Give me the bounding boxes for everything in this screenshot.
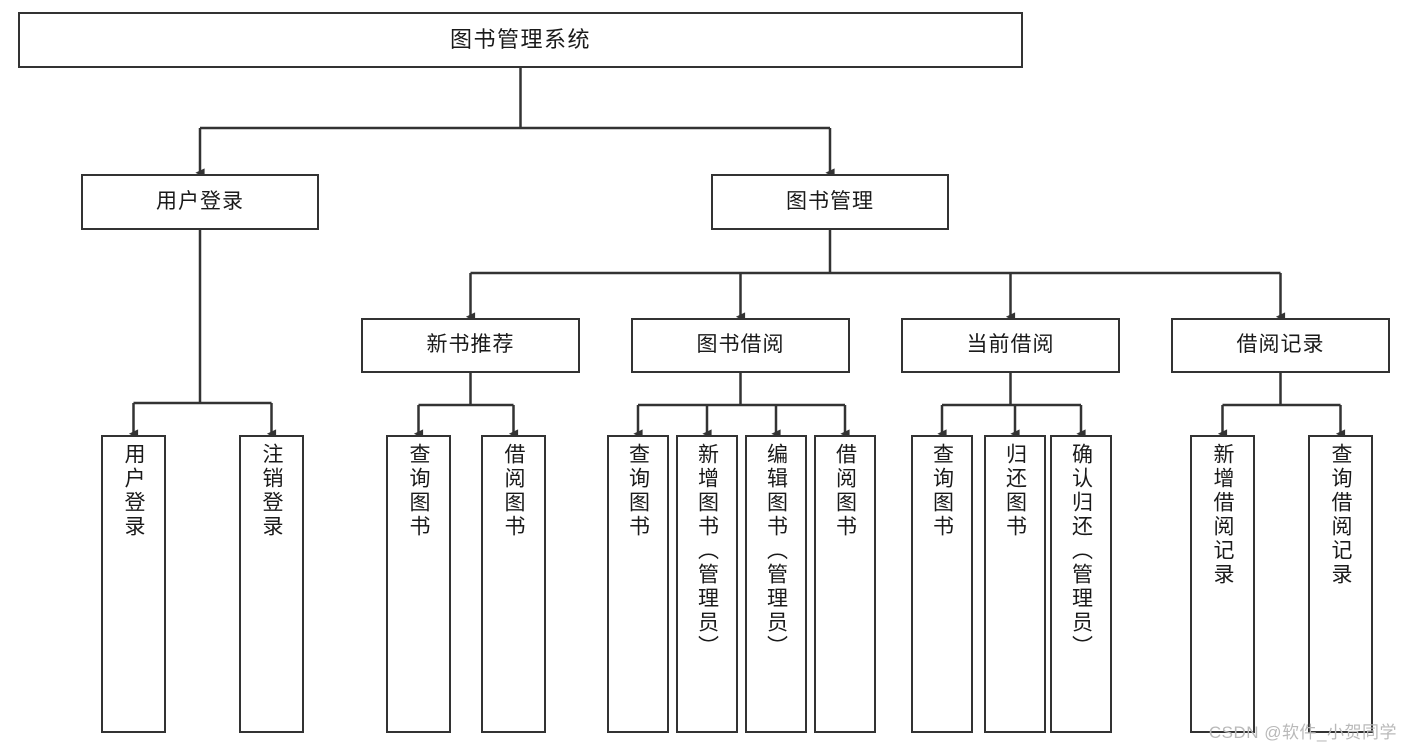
node-label: 查询图书 — [407, 443, 430, 539]
edge-layer — [128, 68, 1346, 439]
node-label: 查询图书 — [930, 443, 954, 539]
node-leaf-user-login[interactable]: 用户登录 — [101, 435, 166, 733]
node-leaf-user-logout[interactable]: 注销登录 — [239, 435, 304, 733]
node-user-login[interactable]: 用户登录 — [81, 174, 319, 230]
node-leaf-bb-add[interactable]: 新增图书（管理员） — [676, 435, 738, 733]
watermark: CSDN @软件_小贺同学 — [1208, 723, 1397, 742]
node-label: 新增图书（管理员） — [695, 443, 719, 659]
node-leaf-rec-query[interactable]: 查询图书 — [386, 435, 451, 733]
node-leaf-bb-edit[interactable]: 编辑图书（管理员） — [745, 435, 807, 733]
node-label: 当前借阅 — [966, 333, 1055, 357]
node-borrow-record[interactable]: 借阅记录 — [1171, 318, 1390, 373]
node-label: 借阅图书 — [833, 443, 857, 539]
node-root[interactable]: 图书管理系统 — [18, 12, 1023, 68]
node-label: 查询图书 — [626, 443, 650, 539]
node-label: 用户登录 — [156, 189, 244, 213]
node-label: 图书管理 — [786, 189, 874, 213]
node-leaf-cb-query[interactable]: 查询图书 — [911, 435, 973, 733]
node-label: 归还图书 — [1003, 443, 1027, 539]
node-label: 确认归还（管理员） — [1069, 443, 1093, 659]
node-new-book-rec[interactable]: 新书推荐 — [361, 318, 580, 373]
node-label: 借阅图书 — [502, 443, 525, 539]
node-label: 编辑图书（管理员） — [764, 443, 788, 659]
node-label: 注销登录 — [260, 443, 283, 539]
node-label: 查询借阅记录 — [1329, 443, 1352, 587]
node-current-borrow[interactable]: 当前借阅 — [901, 318, 1120, 373]
node-leaf-br-query[interactable]: 查询借阅记录 — [1308, 435, 1373, 733]
node-label: 图书借阅 — [696, 333, 785, 357]
node-leaf-bb-query[interactable]: 查询图书 — [607, 435, 669, 733]
node-label: 新增借阅记录 — [1211, 443, 1234, 587]
node-leaf-br-add[interactable]: 新增借阅记录 — [1190, 435, 1255, 733]
node-leaf-cb-return[interactable]: 归还图书 — [984, 435, 1046, 733]
node-label: 借阅记录 — [1236, 333, 1325, 357]
node-label: 用户登录 — [122, 443, 145, 539]
node-label: 图书管理系统 — [449, 27, 591, 53]
node-leaf-cb-confirm[interactable]: 确认归还（管理员） — [1050, 435, 1112, 733]
node-book-manage[interactable]: 图书管理 — [711, 174, 949, 230]
node-label: 新书推荐 — [426, 333, 515, 357]
node-leaf-rec-borrow[interactable]: 借阅图书 — [481, 435, 546, 733]
node-leaf-bb-borrow[interactable]: 借阅图书 — [814, 435, 876, 733]
node-book-borrow[interactable]: 图书借阅 — [631, 318, 850, 373]
